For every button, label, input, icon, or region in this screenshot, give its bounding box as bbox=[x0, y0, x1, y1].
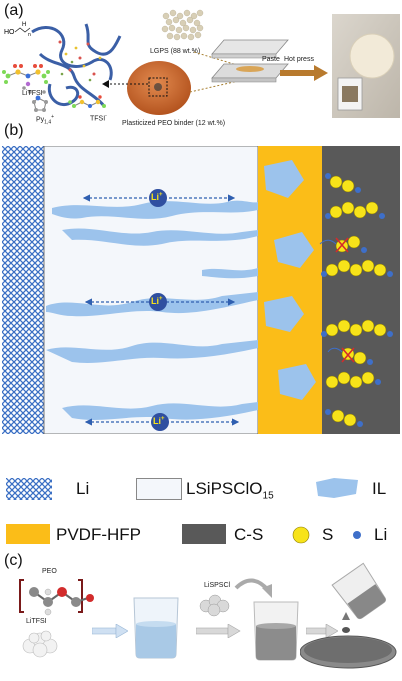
process-arrow-3 bbox=[306, 624, 338, 638]
legend-lsipscio-swatch bbox=[136, 478, 182, 500]
legend-s-swatch bbox=[292, 526, 310, 544]
process-arrow-1 bbox=[92, 624, 128, 638]
paste-label: Paste bbox=[262, 56, 280, 63]
li-anode bbox=[2, 146, 44, 434]
membrane-photo bbox=[332, 14, 400, 118]
legend-il-label: IL bbox=[372, 479, 387, 498]
lispscl-powder-icon bbox=[199, 594, 230, 617]
panel-b-label: (b) bbox=[4, 122, 24, 139]
legend-cs-swatch bbox=[182, 524, 226, 544]
hot-press-arrow bbox=[280, 65, 328, 81]
lispscl-add-arrow bbox=[234, 578, 272, 598]
panel-c-label: (c) bbox=[4, 552, 23, 569]
lgps-powder-icon bbox=[161, 9, 204, 41]
legend-li-swatch bbox=[6, 478, 52, 500]
legend-li-dot-label: Li bbox=[374, 525, 388, 544]
battery-schematic bbox=[2, 146, 400, 434]
binder-disc-icon bbox=[127, 61, 191, 115]
hot-press-label: Hot press bbox=[284, 56, 314, 63]
legend-s-label: S bbox=[322, 525, 334, 544]
li-ion-charge-2: + bbox=[159, 296, 163, 302]
paste-plates-illustration bbox=[211, 39, 289, 83]
tfsi-sup: - bbox=[105, 113, 107, 119]
li-ion-text-3: Li bbox=[153, 416, 161, 426]
pyr14-label: Py1,4+ bbox=[36, 114, 54, 126]
zoom-arrow bbox=[102, 80, 148, 88]
legend-cs-label: C-S bbox=[234, 525, 264, 544]
legend-lsipscio-sub: 15 bbox=[262, 490, 274, 502]
pyr14-sup: + bbox=[51, 114, 55, 120]
li-ion-charge-1: + bbox=[159, 192, 163, 198]
pyr14-main: Py bbox=[36, 116, 45, 124]
panel-a-label: (a) bbox=[4, 2, 24, 19]
legend-li-dot-swatch bbox=[353, 531, 361, 539]
lispscl-label: LiSPSCl bbox=[204, 582, 231, 589]
li-ion-text-1: Li bbox=[151, 192, 159, 202]
legend-li-label: Li bbox=[76, 479, 90, 498]
casting-dish-illustration bbox=[300, 562, 397, 669]
litfsi-powder-icon bbox=[22, 630, 58, 658]
litfsi-c-label: LiTFSI bbox=[26, 618, 47, 625]
li-ion-text-2: Li bbox=[151, 296, 159, 306]
binder-label: Plasticized PEO binder (12 wt.%) bbox=[122, 120, 226, 127]
svg-text:HO: HO bbox=[4, 29, 15, 36]
li-ion-label-2: Li+ bbox=[151, 296, 163, 306]
legend-lsipscio-label: LSiPSClO15 bbox=[186, 479, 274, 501]
pyr14-sub: 1,4 bbox=[44, 119, 52, 126]
peo-molecule-icon bbox=[19, 579, 94, 616]
peo-label: PEO bbox=[42, 568, 57, 575]
polymer-network-illustration: HO H n bbox=[2, 22, 122, 112]
legend-pvdf-label: PVDF-HFP bbox=[56, 525, 141, 544]
lgps-label: LGPS (88 wt.%) bbox=[150, 48, 201, 55]
litfsi-label: LiTFSI bbox=[22, 90, 43, 97]
legend-pvdf-swatch bbox=[6, 524, 50, 544]
electrolyte-layer bbox=[43, 146, 259, 434]
svg-text:H: H bbox=[22, 22, 26, 28]
process-arrow-2 bbox=[196, 624, 241, 638]
li-ion-label-1: Li+ bbox=[151, 192, 163, 202]
beaker-2-icon bbox=[253, 601, 299, 661]
svg-text:n: n bbox=[28, 32, 31, 38]
li-ion-charge-3: + bbox=[161, 416, 165, 422]
li-ion-label-3: Li+ bbox=[153, 416, 165, 426]
legend-il-swatch bbox=[316, 478, 358, 498]
legend-lsipscio-main: LSiPSClO bbox=[186, 479, 263, 498]
tfsi-label: TFSI- bbox=[90, 113, 107, 122]
beaker-1-icon bbox=[133, 597, 179, 659]
tfsi-main: TFSI bbox=[90, 115, 106, 123]
cathode-layer bbox=[322, 146, 400, 434]
